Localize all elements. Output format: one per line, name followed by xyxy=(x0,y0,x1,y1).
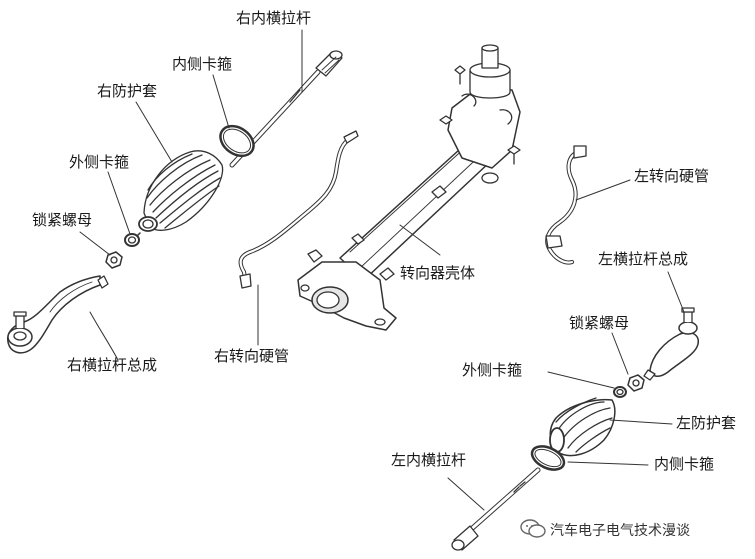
label-left-tie-rod-assembly: 左横拉杆总成 xyxy=(598,250,689,268)
left-inner-tie-rod-part xyxy=(451,467,541,551)
leader-outer-clamp-left xyxy=(547,371,615,389)
right-boot-part xyxy=(138,150,224,232)
leader-steering-housing xyxy=(399,224,441,256)
left-steering-pipe-part xyxy=(545,145,587,265)
left-boot-part xyxy=(549,397,616,457)
label-outer-clamp-right: 外侧卡箍 xyxy=(69,153,130,171)
label-inner-clamp-right: 内侧卡箍 xyxy=(172,55,233,73)
label-inner-clamp-left: 内侧卡箍 xyxy=(654,455,715,473)
right-steering-pipe-part xyxy=(238,130,359,289)
label-left-steering-pipe: 左转向硬管 xyxy=(634,167,710,185)
left-tie-rod-end-part xyxy=(643,307,699,381)
leader-outer-clamp-right xyxy=(107,171,131,235)
label-left-boot: 左防护套 xyxy=(676,414,737,432)
left-outer-clamp-part xyxy=(613,386,627,398)
label-left-inner-tie-rod: 左内横拉杆 xyxy=(391,451,467,469)
leader-right-tie-rod-assembly xyxy=(89,311,119,361)
steering-gear-housing-part xyxy=(297,44,521,331)
right-outer-clamp-part xyxy=(124,232,141,247)
left-lock-nut-part xyxy=(627,374,645,392)
left-inner-clamp-ring-part xyxy=(530,445,566,471)
chat-bubble-icon xyxy=(520,519,546,538)
leader-left-tie-rod-assembly xyxy=(667,271,685,313)
leader-left-inner-tie-rod xyxy=(447,477,485,511)
leader-inner-clamp-left xyxy=(567,461,649,466)
label-right-tie-rod-assembly: 右横拉杆总成 xyxy=(67,356,158,374)
leader-left-boot xyxy=(609,419,673,425)
label-outer-clamp-left: 外侧卡箍 xyxy=(462,361,523,379)
leader-lines xyxy=(79,29,685,511)
label-right-steering-pipe: 右转向硬管 xyxy=(214,347,290,365)
right-inner-clamp-ring-part xyxy=(219,124,255,158)
label-right-inner-tie-rod: 右内横拉杆 xyxy=(236,9,312,27)
right-lock-nut-part xyxy=(105,251,123,269)
label-lock-nut-left: 锁紧螺母 xyxy=(569,314,630,332)
label-right-boot: 右防护套 xyxy=(97,82,158,100)
leader-left-steering-pipe xyxy=(575,179,631,201)
leader-right-boot xyxy=(135,101,173,163)
label-steering-housing: 转向器壳体 xyxy=(400,264,476,282)
leader-lock-nut-left xyxy=(611,332,629,375)
right-tie-rod-end-part xyxy=(6,275,109,354)
leader-lock-nut-right xyxy=(79,231,111,256)
watermark-text: 汽车电子电气技术漫谈 xyxy=(550,523,690,539)
label-lock-nut-right: 锁紧螺母 xyxy=(32,211,93,229)
leader-inner-clamp-right xyxy=(212,74,230,129)
